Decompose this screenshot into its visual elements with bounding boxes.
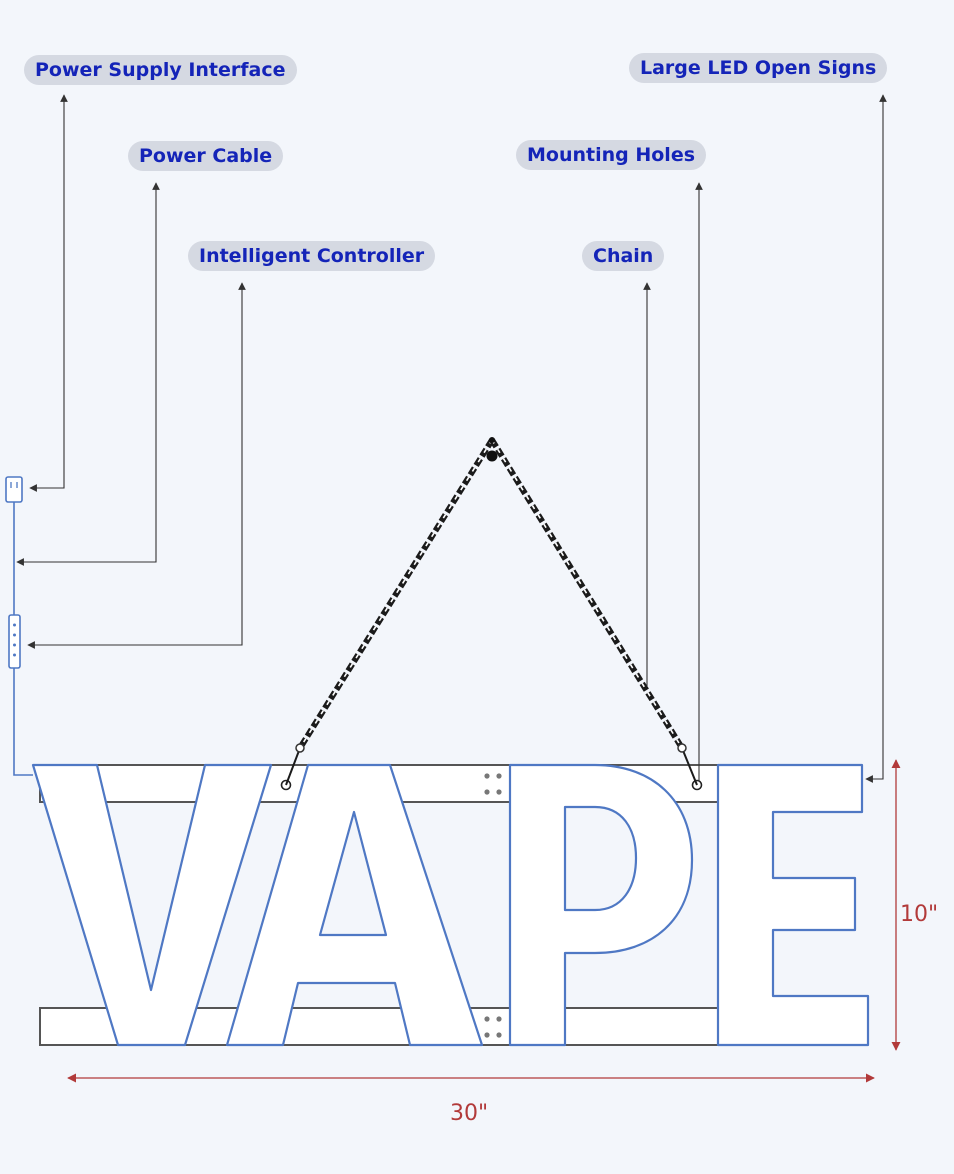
letter-a	[225, 763, 484, 1047]
label-power-cable: Power Cable	[128, 141, 284, 171]
power-plug	[5, 476, 23, 503]
rail-joint-screws	[484, 773, 502, 1038]
height-dimension-label: 10"	[900, 902, 939, 927]
letter-e	[716, 763, 870, 1047]
width-dimension-label: 30"	[450, 1101, 489, 1126]
label-mounting-holes: Mounting Holes	[516, 140, 707, 170]
vape-letters: VAPE	[31, 763, 870, 1047]
label-chain: Chain	[582, 241, 665, 271]
chain-hook	[486, 450, 498, 462]
leader-power-supply-interface	[29, 94, 68, 492]
leader-intelligent-controller	[27, 282, 246, 649]
leader-large-led-open-signs	[865, 94, 887, 783]
label-power-supply-interface: Power Supply Interface	[24, 55, 297, 85]
label-large-led-open-signs: Large LED Open Signs	[629, 53, 888, 83]
dimension-lines	[67, 759, 901, 1083]
power-assembly	[5, 476, 33, 776]
leader-power-cable	[16, 182, 160, 566]
letter-p	[508, 763, 694, 1047]
letter-v	[31, 763, 273, 1047]
hanging-chain	[285, 437, 698, 786]
leader-lines	[16, 94, 887, 783]
label-intelligent-controller: Intelligent Controller	[188, 241, 436, 271]
intelligent-controller-box	[8, 614, 21, 669]
power-cable	[13, 502, 33, 776]
